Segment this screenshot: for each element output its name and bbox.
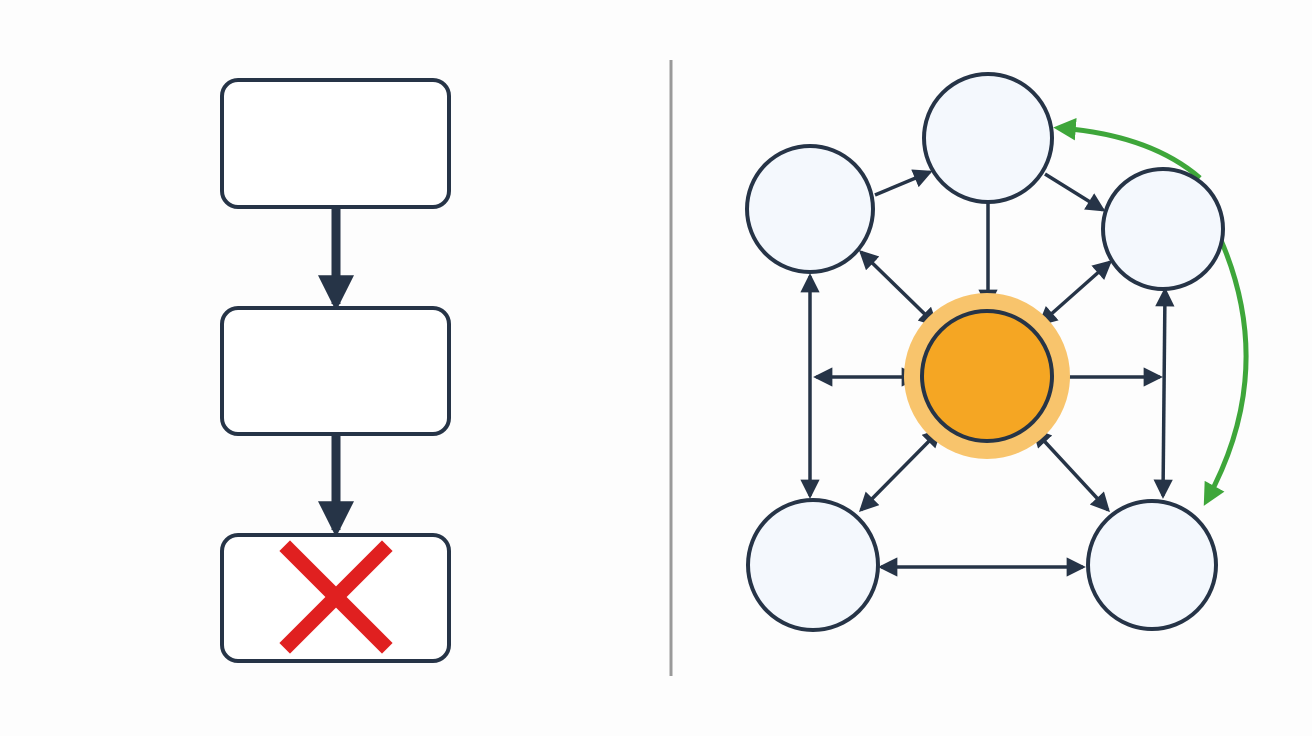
pipeline-box-2 [220,306,451,436]
node-upper-right [1101,167,1225,291]
edge-upper-left-center [858,249,939,328]
node-top [922,72,1054,204]
feedback-arrows [1053,118,1249,506]
hub-core [920,309,1054,443]
edge-right-vertical [1153,287,1175,499]
cross-mark-icon [279,540,393,654]
node-lower-right [1086,499,1218,631]
edge-top-to-upper-right [1044,172,1106,212]
feedback-arrow-to-lower-right [1203,236,1249,506]
edge-lower-left-center [858,427,943,513]
network-graph [745,72,1249,632]
edge-lower-right-center [1032,427,1110,513]
node-upper-left [745,144,875,274]
pipeline-box-1 [220,78,451,209]
linear-pipeline [220,78,451,663]
edge-upper-left-to-top [874,169,933,197]
feedback-arrow-to-top [1053,118,1202,180]
hub-node [904,293,1070,459]
node-lower-left [746,498,880,632]
network-edges [800,169,1175,577]
edge-upper-right-center [1037,260,1113,326]
